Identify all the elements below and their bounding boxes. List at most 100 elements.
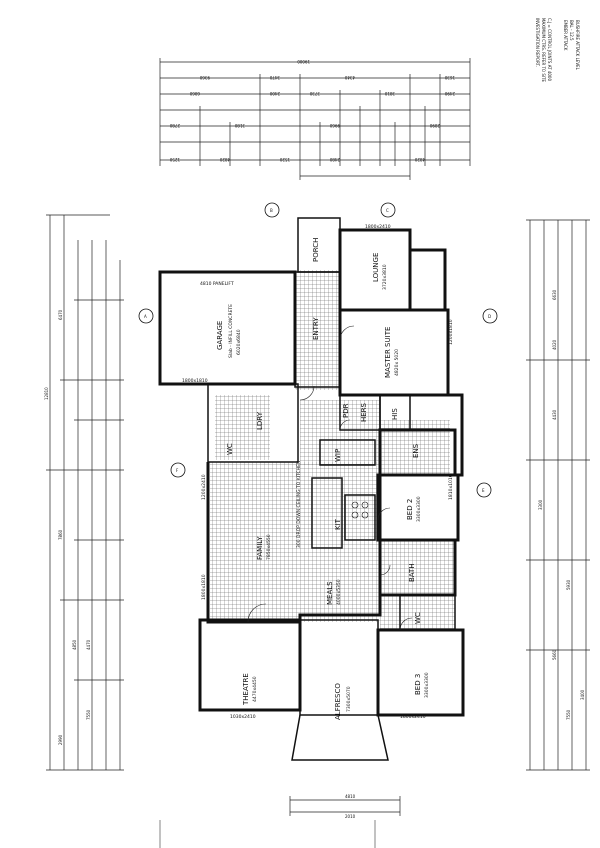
section-marker-d xyxy=(482,308,498,324)
dim-right-5: 5660 xyxy=(552,649,557,660)
dim-top-row2-3: 1630 xyxy=(444,75,455,80)
bottom-dimension-strings: 4810 2010 xyxy=(159,794,401,848)
dim-left-overall: 12810 xyxy=(44,387,49,400)
section-marker-b xyxy=(264,202,280,218)
room-hers: HERS xyxy=(360,402,368,422)
room-family: FAMILY xyxy=(256,536,264,560)
room-theatre-size: 4470x4450 xyxy=(252,676,258,702)
bed3-walls xyxy=(376,628,465,717)
section-marker-c xyxy=(380,202,396,218)
section-markers xyxy=(138,202,498,498)
entry-outline xyxy=(294,271,341,388)
section-marker-e xyxy=(476,482,492,498)
room-alfresco-size: 7300x5070 xyxy=(346,686,352,712)
section-label-e: E xyxy=(482,488,485,493)
dim-top-row3-1: 2400 xyxy=(269,91,280,96)
room-bed3: BED 3 xyxy=(414,674,422,695)
right-wing-top-wall xyxy=(410,248,450,395)
window-label-6: 1030x2410 xyxy=(230,714,256,720)
dim-bottom-0: 4810 xyxy=(345,794,356,799)
note-bushfire-3: EMBER ATTACK xyxy=(563,20,568,51)
alfresco-roof-outline xyxy=(291,714,389,761)
room-ens: ENS xyxy=(412,443,420,458)
room-lounge-size: 3720x3810 xyxy=(382,264,388,290)
dim-right-0: 6630 xyxy=(552,289,557,300)
dim-top-row4-1: 3180 xyxy=(234,123,245,128)
room-family-size: 7850x4550 xyxy=(266,534,272,560)
garage-walls xyxy=(158,270,297,386)
note-control-joints-1: C.J = CONTROL JOINTS AT 4000 xyxy=(547,18,552,81)
room-wc: WC xyxy=(226,443,234,455)
room-ldry: LDRY xyxy=(256,411,264,430)
dim-top-row2-1: 3470 xyxy=(269,75,280,80)
section-label-a: A xyxy=(144,314,147,319)
right-boundary-wall xyxy=(448,393,464,477)
dim-top-overall: 19000 xyxy=(297,59,310,64)
tiled-laundry-area xyxy=(215,395,270,460)
room-bed3-size: 3300x3300 xyxy=(424,672,430,698)
dim-top-row5-1: 4820 xyxy=(219,157,230,162)
master-suite-walls xyxy=(338,308,450,397)
dim-left-5: 7550 xyxy=(86,709,91,720)
room-bath: BATH xyxy=(408,563,416,582)
section-label-f: F xyxy=(176,468,179,473)
dim-top-row2-2: 4340 xyxy=(344,75,355,80)
dim-left-1: 7860 xyxy=(58,529,63,540)
dim-top-row5-2: 1520 xyxy=(279,157,290,162)
section-label-d: D xyxy=(488,314,491,319)
room-meals: MEALS xyxy=(326,581,334,605)
dim-right-6: 3400 xyxy=(580,689,585,700)
cooktop-icon xyxy=(351,501,369,519)
window-label-4: 1200x2410 xyxy=(201,474,207,500)
room-kit: KIT xyxy=(334,518,342,530)
dim-right-7: 7550 xyxy=(566,709,571,720)
room-garage-size: 6020x6840 xyxy=(236,329,242,355)
room-bed2-size: 3300x3300 xyxy=(416,496,422,522)
walls xyxy=(158,217,465,761)
dim-left-0: 6470 xyxy=(58,309,63,320)
dim-top-row4-0: 2780 xyxy=(169,123,180,128)
wip-outline xyxy=(319,439,376,466)
note-bushfire-1: BUSHFIRE ATTACK LEVEL xyxy=(575,20,580,71)
note-control-joints-2: MAXIMUM CTRS. REFER TO SITE xyxy=(541,18,546,83)
dim-right-1: 4020 xyxy=(552,339,557,350)
window-labels: 1800x2410 1800x1810 1200x1810 1810x1010 … xyxy=(182,224,454,720)
window-label-7: 1800x2410 xyxy=(400,714,426,720)
dim-left-3: 4470 xyxy=(86,639,91,650)
note-control-joints-3: INVESTIGATION REPORT. xyxy=(535,18,540,67)
window-label-2: 1200x1810 xyxy=(448,319,454,345)
note-bushfire-2: BAL - 12.5 xyxy=(569,20,574,41)
dim-top-row3-2: 3730 xyxy=(309,91,320,96)
room-panelift: 4810 PANELIFT xyxy=(200,281,234,287)
room-garage: GARAGE xyxy=(216,321,224,350)
room-lounge: LOUNGE xyxy=(372,253,380,282)
notes-block: C.J = CONTROL JOINTS AT 4000 MAXIMUM CTR… xyxy=(535,18,580,83)
section-marker-f xyxy=(170,462,186,478)
laundry-block xyxy=(207,383,299,463)
room-master-size: 4820x 5020 xyxy=(394,349,400,376)
tiled-family-area xyxy=(210,462,380,622)
section-label-c: C xyxy=(386,208,389,213)
top-dimension-strings: 19000 9360 3470 4340 1630 6860 2400 3730… xyxy=(159,58,471,180)
kitchen-island xyxy=(311,477,343,549)
section-marker-a xyxy=(138,308,154,324)
dim-right-4: 5930 xyxy=(566,579,571,590)
window-label-0: 1800x2410 xyxy=(365,224,391,230)
theatre-walls xyxy=(198,618,302,712)
room-entry: ENTRY xyxy=(312,317,320,340)
room-labels: PORCH LOUNGE 3720x3810 GARAGE 6020x6840 … xyxy=(200,238,430,720)
dim-bottom-1: 2010 xyxy=(345,814,356,819)
dim-top-row2-0: 9360 xyxy=(199,75,210,80)
room-ceiling-note: 300 DROP DOWN CEILING TO KITCHEN xyxy=(296,461,302,548)
dim-left-2: 4850 xyxy=(72,639,77,650)
right-dimension-strings: 6630 4020 4430 3300 5930 5660 3400 7550 xyxy=(526,219,590,771)
tiled-entry-area xyxy=(295,270,340,390)
dim-right-3: 3300 xyxy=(538,499,543,510)
dim-right-2: 4430 xyxy=(552,409,557,420)
dim-top-row4-2: 9960 xyxy=(329,123,340,128)
room-theatre: THEATRE xyxy=(242,673,250,706)
dim-top-row5-3: 2480 xyxy=(329,157,340,162)
dim-top-row4-3: 2890 xyxy=(429,123,440,128)
kitchen-bench xyxy=(344,494,376,541)
